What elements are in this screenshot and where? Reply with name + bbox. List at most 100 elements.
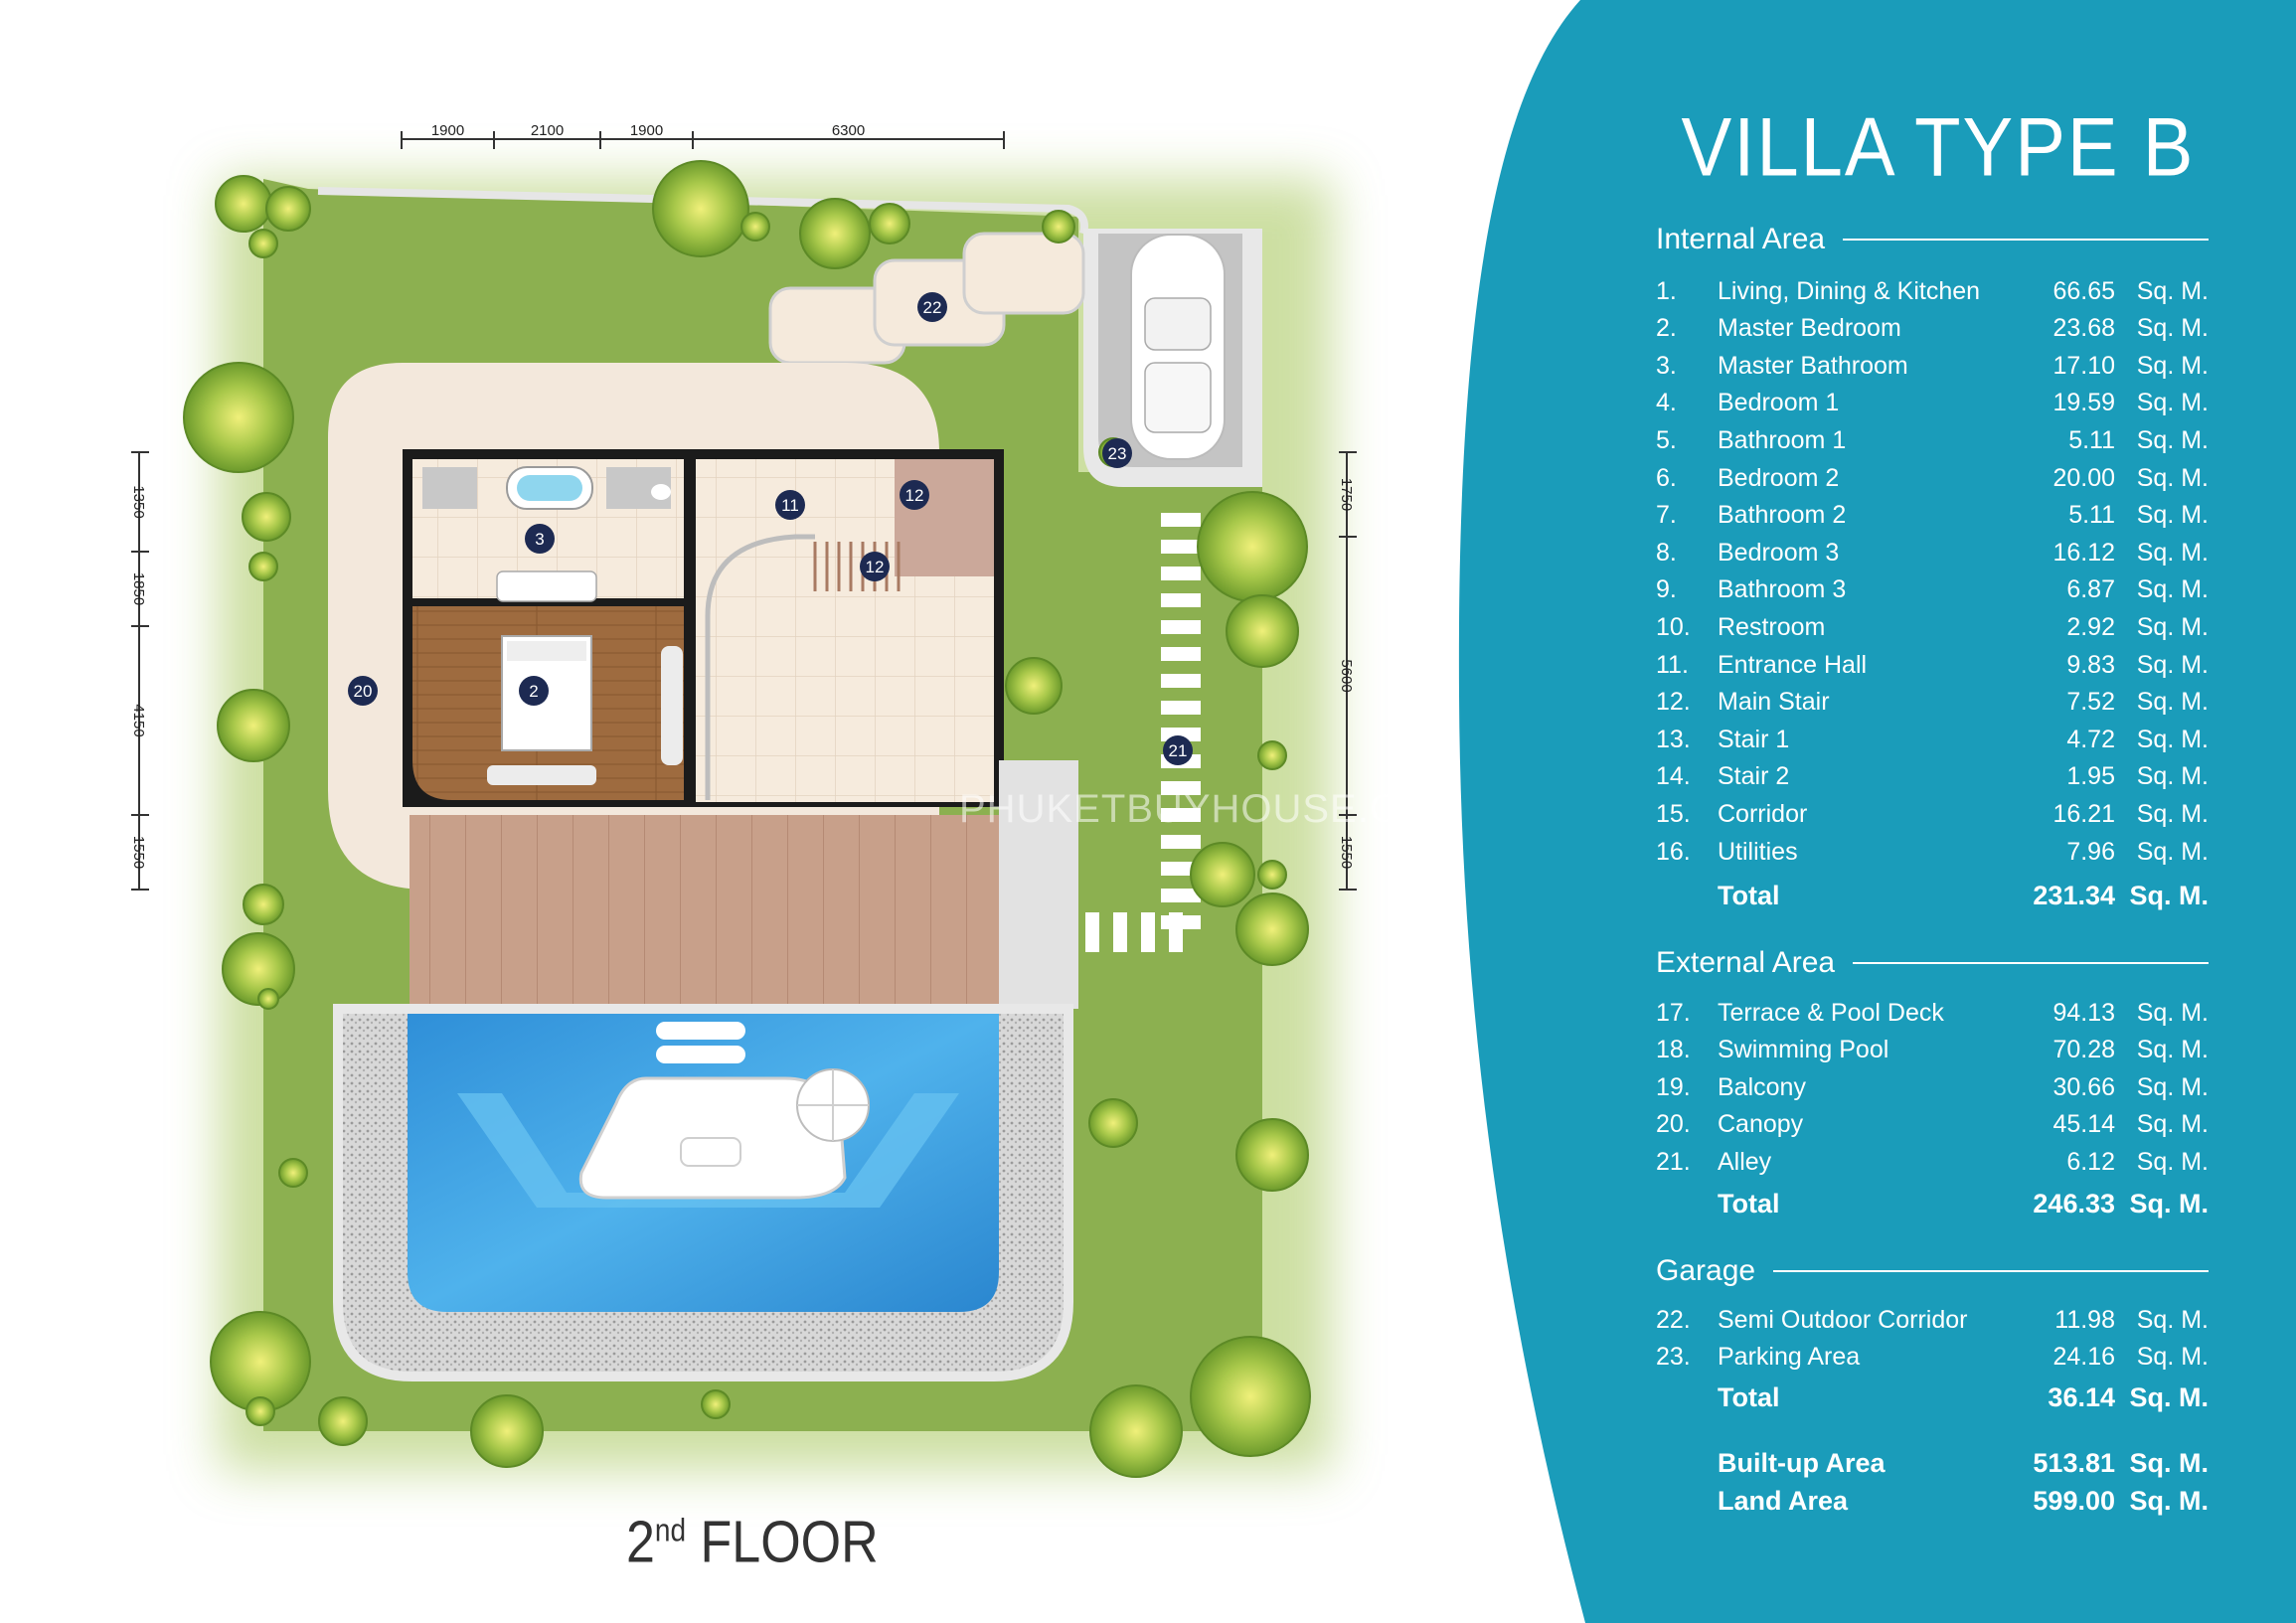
- garage-total-row-label: Total: [1718, 1381, 1780, 1412]
- room-marker-dot: [900, 480, 929, 510]
- room-marker-dot: [1102, 438, 1132, 468]
- room-marker-number: 2: [529, 682, 538, 701]
- internal-area-row-num: 10.: [1656, 612, 1691, 641]
- internal-area-row-unit: Sq. M.: [2136, 276, 2209, 305]
- garage-area-row: 22. Semi Outdoor Corridor 11.98 Sq. M.: [1656, 1301, 2209, 1339]
- stepping-stone: [1085, 912, 1099, 952]
- stepping-stone: [1161, 620, 1201, 634]
- internal-area-row-unit: Sq. M.: [2136, 650, 2209, 679]
- tree-icon: [248, 552, 278, 581]
- tree-icon: [278, 1158, 308, 1188]
- internal-area-row-value: 4.72: [2066, 725, 2115, 753]
- room-marker: 2: [519, 676, 549, 706]
- internal-area-row-label: Entrance Hall: [1718, 650, 1868, 679]
- external-area-row-num: 18.: [1656, 1036, 1691, 1064]
- garage-heading-rule: [1773, 1270, 2209, 1272]
- room-marker: 21: [1163, 735, 1193, 765]
- room-marker-number: 12: [905, 486, 924, 505]
- internal-area-row-value: 20.00: [2052, 463, 2115, 492]
- dimension-label: 1750: [1338, 478, 1355, 511]
- external-area-row-value: 30.66: [2052, 1072, 2115, 1101]
- internal-area-row-num: 6.: [1656, 463, 1677, 492]
- internal-area-row-num: 13.: [1656, 725, 1691, 753]
- garage-area-row-label: Semi Outdoor Corridor: [1718, 1305, 1968, 1334]
- internal-area-row-unit: Sq. M.: [2136, 351, 2209, 380]
- tree-icon: [740, 212, 770, 242]
- internal-area-row-label: Corridor: [1718, 799, 1808, 828]
- stepping-stone: [1141, 912, 1155, 952]
- internal-area-row-num: 5.: [1656, 425, 1677, 454]
- tree-icon: [248, 229, 278, 258]
- stepping-stone: [1161, 781, 1201, 795]
- external-heading-text: External Area: [1656, 946, 1836, 979]
- internal-area-row-value: 5.11: [2068, 425, 2115, 454]
- internal-area-row-unit: Sq. M.: [2136, 725, 2209, 753]
- room-marker-number: 20: [354, 682, 373, 701]
- room-marker-dot: [860, 552, 890, 581]
- bed-icon: [487, 635, 596, 785]
- dimension-label: 2100: [531, 122, 564, 139]
- internal-area-row-label: Main Stair: [1718, 688, 1830, 717]
- villa-title: VILLA TYPE B: [1681, 100, 2196, 195]
- internal-area-row-unit: Sq. M.: [2136, 389, 2209, 417]
- internal-area-row-label: Restroom: [1718, 612, 1826, 641]
- internal-area-row-value: 7.96: [2066, 837, 2115, 866]
- internal-area-row-unit: Sq. M.: [2136, 314, 2209, 343]
- internal-area-row-num: 15.: [1656, 799, 1691, 828]
- garage-area-row-unit: Sq. M.: [2136, 1305, 2209, 1334]
- garage-area-row-value: 11.98: [2054, 1305, 2115, 1334]
- stepping-stone: [1161, 808, 1201, 822]
- room-marker-number: 12: [866, 558, 885, 576]
- internal-area-row-unit: Sq. M.: [2136, 762, 2209, 791]
- curved-partition: [705, 534, 815, 800]
- pool-steps: [457, 1022, 959, 1208]
- tree-icon: [246, 1396, 275, 1426]
- external-area-row-unit: Sq. M.: [2136, 1072, 2209, 1101]
- stepping-stone: [1161, 567, 1201, 580]
- stepping-stone: [1161, 540, 1201, 554]
- tree-icon: [183, 362, 294, 473]
- room-marker-dot: [519, 676, 549, 706]
- internal-area-row-value: 66.65: [2052, 276, 2115, 305]
- internal-area-row-value: 16.12: [2052, 538, 2115, 567]
- tree-icon: [701, 1389, 731, 1419]
- internal-area-row-value: 16.21: [2052, 799, 2115, 828]
- external-area-row-value: 70.28: [2052, 1036, 2115, 1064]
- stepping-stone: [1161, 674, 1201, 688]
- tree-icon: [869, 203, 910, 244]
- garage-total-row-value: 36.14: [2048, 1381, 2115, 1412]
- external-area-row-num: 20.: [1656, 1110, 1691, 1139]
- internal-area-row-num: 14.: [1656, 762, 1691, 791]
- garage-area-row-num: 22.: [1656, 1305, 1691, 1334]
- stepping-stone: [1161, 701, 1201, 715]
- room-marker-dot: [1163, 735, 1193, 765]
- stepping-stone: [1161, 889, 1201, 902]
- internal-area-row-num: 4.: [1656, 389, 1677, 417]
- internal-area-row-label: Master Bathroom: [1718, 351, 1908, 380]
- stepping-stone: [1169, 912, 1183, 952]
- external-area-row-value: 45.14: [2052, 1110, 2115, 1139]
- tree-icon: [1235, 1118, 1309, 1192]
- internal-area-row-label: Bathroom 2: [1718, 501, 1847, 530]
- external-area-row-num: 21.: [1656, 1147, 1691, 1176]
- garage-area-row-num: 23.: [1656, 1343, 1691, 1372]
- pool-deck: [410, 815, 1001, 1014]
- internal-area-row-label: Living, Dining & Kitchen: [1718, 276, 1981, 305]
- internal-area-row-unit: Sq. M.: [2136, 575, 2209, 604]
- internal-area-row-value: 17.10: [2052, 351, 2115, 380]
- internal-area-row-num: 12.: [1656, 688, 1691, 717]
- internal-area-row-num: 16.: [1656, 837, 1691, 866]
